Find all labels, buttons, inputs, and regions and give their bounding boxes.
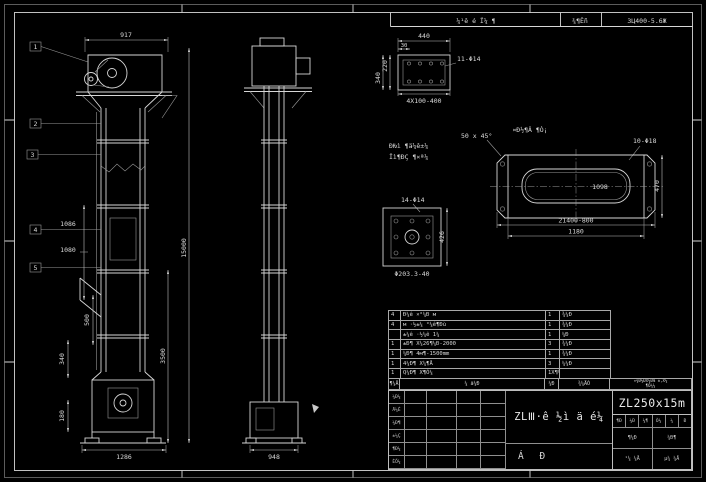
dim-front-base: 1286 [116,453,132,461]
dim-front-width: 917 [120,31,132,39]
chamfer-note: 50 x 45° [461,132,492,140]
flange-holes-label: 11-Φ14 [457,55,481,63]
dim-base-side: 426 [438,231,446,243]
long-part-label: ¤Ð½¶Ä ¶Ò¡ [512,125,547,134]
drawing-title: ZLⅢ·ê ½ì ä é¼ [506,391,612,444]
dim-side-base: 948 [268,453,280,461]
sheet-frame [4,4,702,478]
note-line-1: ÐǶì ¶ä¼ê±¼ [389,142,428,150]
sheet-header: ¼¹ê é Ï¼ ¶ ¾¶Êñ 3Ц400-5.6Ж [390,12,693,27]
scale-label: Á Ð [518,451,551,462]
long-part-holes-label: 10-Φ18 [633,137,657,145]
shaft-part-view: ¤Ð½¶Ä ¶Ò¡ 50 x 45° 10-Φ18 1098 470 21400… [461,125,664,239]
dim-flange-overall: 440 [418,32,430,40]
bom-header-row: ¶¼Å ¼ ä¼Ð ¼Ð ¾¼ÄÒ ¤¾Ð¼ÐΧ¼ÐÆ ±,Χ¼ ¶Ó¼¼ [388,378,692,390]
dim-flange-pitch: 4Χ100-400 [406,97,441,105]
dim-340: 340 [58,353,66,365]
dim-flange-edge: 30 [401,43,408,49]
bom-header-note: ¤¾Ð¼ÐΧ¼ÐÆ ±,Χ¼ ¶Ó¼¼ [610,378,692,390]
dim-1086: 1086 [60,220,76,228]
bom-header-mat: ¾¼ÄÒ [559,378,610,390]
bom-header-desc: ¼ ä¼Ð [400,378,545,390]
base-flange-view: 14-Φ14 Φ203.3-40 426 [382,196,449,278]
dim-long-inner: 1180 [568,228,584,236]
front-view: 1 2 3 4 5 917 15000 3500 1086 1080 500 3… [26,31,191,461]
dim-slot: 1098 [592,183,608,191]
pipe-label: Φ203.3-40 [394,270,429,278]
tb-note-1: ¤¾Ð¼ÐΧ¼ÐÆ ±,Χ¼ [633,378,668,384]
titleblock-middle: ZLⅢ·ê ½ì ä é¼ Á Ð [506,391,613,469]
dim-front-lower: 3500 [159,348,167,364]
callout-3: 3 [31,151,35,159]
model-number: ZL250x15m [613,391,691,415]
side-view: 948 [242,37,319,461]
ink-mark [312,404,319,413]
dim-500: 500 [83,314,91,326]
dim-flange-left-inner: 220 [381,60,389,72]
header-cell-3: 3Ц400-5.6Ж [627,17,666,25]
tb-note-2: ¶Ó¼¼ [645,383,656,388]
dim-long-length: 21400-800 [558,217,593,225]
bom-row: 1Q¼Ð¶ Χ¶Ó¼1Χ¶¼=¶¼ [388,368,611,379]
header-cell-2: ¾¶Êñ [572,16,588,25]
flange-section-view: 440 30 220 340 11-Φ14 4Χ100-400 ÐǶì ¶ä¼ê… [374,32,481,161]
dim-long-height: 470 [653,180,661,192]
callout-1: 1 [34,43,38,51]
header-cell-1: ¼¹ê é Ï¼ ¶ [456,16,495,25]
callout-2: 2 [34,120,38,128]
dim-front-height: 15000 [180,238,188,258]
note-line-2: Ïì¶ÐÇ ¶×ª¼ [389,152,428,161]
bom-header-qty: ¼Ð [545,378,559,390]
dim-180: 180 [58,410,66,422]
callout-4: 4 [34,226,38,234]
dim-flange-left-outer: 340 [374,72,382,84]
bom-header-no: ¶¼Å [388,378,400,390]
callout-5: 5 [34,264,38,272]
dim-1080: 1080 [60,246,76,254]
base-holes-label: 14-Φ14 [401,196,425,204]
